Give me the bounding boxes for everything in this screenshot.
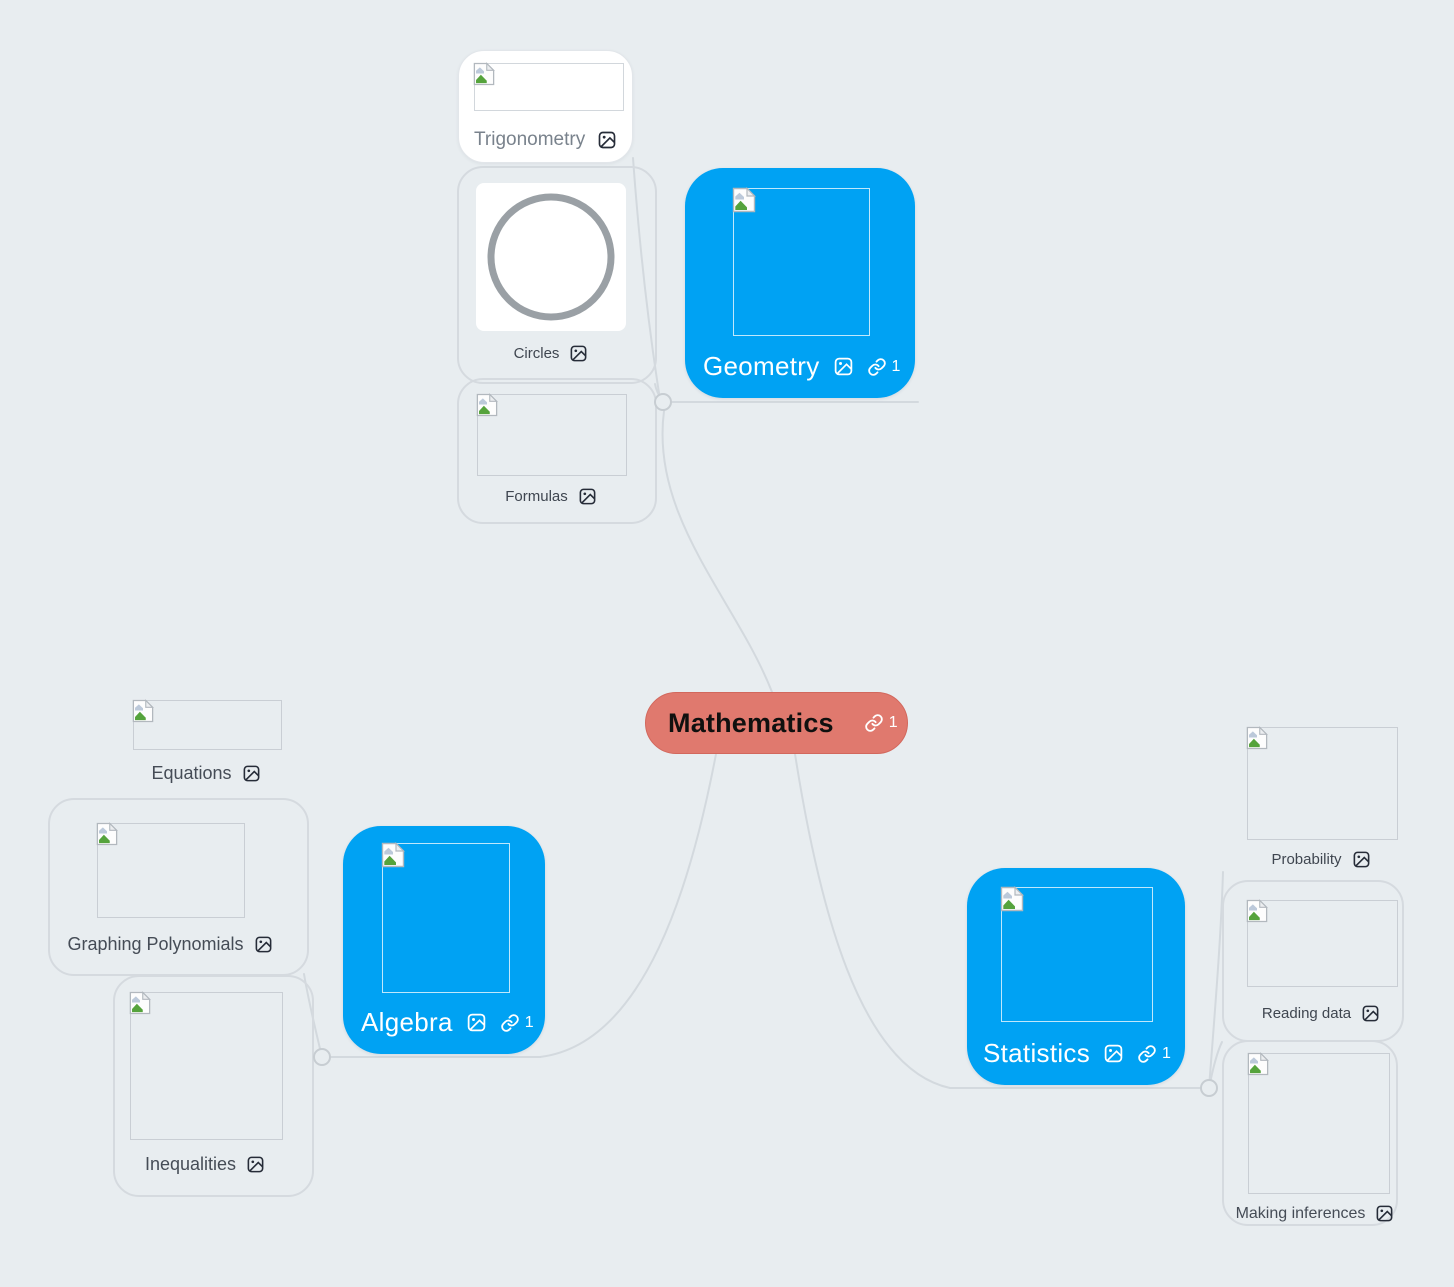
node-label: Graphing Polynomials (67, 934, 244, 954)
link-count: 1 (1162, 1044, 1171, 1062)
image-frame (1248, 1053, 1390, 1194)
root-label: Mathematics (668, 707, 834, 738)
image-frame (1001, 887, 1153, 1022)
image-attachment-icon[interactable] (1103, 1043, 1124, 1064)
node-graphing-polynomials[interactable]: Graphing Polynomials (60, 934, 280, 955)
image-frame (133, 700, 282, 750)
node-trigonometry[interactable]: Trigonometry (458, 50, 633, 163)
node-statistics[interactable]: Statistics 1 (967, 868, 1185, 1085)
node-label: Trigonometry (474, 129, 586, 150)
image-frame (97, 823, 245, 918)
broken-image-icon (132, 699, 154, 723)
image-frame (382, 843, 510, 993)
node-label: Inequalities (144, 1154, 237, 1174)
link-icon (1137, 1044, 1157, 1064)
circle-drawing (487, 193, 615, 321)
node-label: Circles (513, 345, 560, 362)
image-attachment-icon[interactable] (246, 1155, 265, 1174)
broken-image-icon (96, 822, 118, 846)
node-label: Algebra (361, 1007, 453, 1037)
node-probability[interactable]: Probability (1211, 850, 1431, 869)
image-attachment-icon[interactable] (1352, 850, 1371, 869)
node-circles-image[interactable] (476, 183, 626, 331)
broken-image-icon (732, 187, 756, 213)
image-frame (477, 394, 627, 476)
image-attachment-icon[interactable] (578, 487, 597, 506)
image-attachment-icon[interactable] (569, 344, 588, 363)
image-frame (1247, 727, 1398, 840)
node-formulas[interactable]: Formulas (476, 487, 626, 506)
link-count: 1 (891, 357, 901, 375)
link-icon (864, 713, 884, 733)
image-attachment-icon[interactable] (833, 356, 854, 377)
image-attachment-icon[interactable] (466, 1012, 487, 1033)
link-indicator[interactable]: 1 (1137, 1044, 1171, 1064)
image-frame (1247, 900, 1398, 987)
branch-toggle-geometry[interactable] (654, 393, 672, 411)
node-label: Geometry (703, 351, 820, 381)
boundary-inequalities (113, 975, 314, 1197)
node-geometry[interactable]: Geometry 1 (685, 168, 915, 398)
node-label: Equations (151, 763, 232, 783)
image-attachment-icon[interactable] (254, 935, 273, 954)
link-indicator[interactable]: 1 (867, 357, 901, 377)
link-count: 1 (524, 1013, 534, 1031)
node-inequalities[interactable]: Inequalities (95, 1154, 315, 1175)
broken-image-icon (129, 991, 151, 1015)
node-label: Formulas (505, 488, 568, 505)
image-frame (474, 63, 624, 111)
image-attachment-icon[interactable] (242, 764, 261, 783)
broken-image-icon (1246, 899, 1268, 923)
branch-toggle-statistics[interactable] (1200, 1079, 1218, 1097)
broken-image-icon (473, 62, 495, 86)
broken-image-icon (1246, 726, 1268, 750)
image-attachment-icon[interactable] (1375, 1204, 1394, 1223)
node-label: Reading data (1261, 1005, 1352, 1022)
broken-image-icon (1247, 1052, 1269, 1076)
link-indicator[interactable]: 1 (500, 1013, 534, 1033)
boundary-formulas (457, 378, 657, 524)
node-label: Probability (1271, 851, 1342, 868)
node-reading-data[interactable]: Reading data (1211, 1004, 1431, 1023)
node-equations[interactable]: Equations (96, 763, 316, 784)
boundary-circles (457, 166, 657, 384)
broken-image-icon (1000, 886, 1024, 912)
link-icon (500, 1013, 520, 1033)
boundary-making-inferences (1222, 1040, 1398, 1226)
link-icon (867, 357, 887, 377)
image-frame (733, 188, 870, 336)
broken-image-icon (476, 393, 498, 417)
node-label: Making inferences (1235, 1204, 1366, 1222)
branch-toggle-algebra[interactable] (313, 1048, 331, 1066)
node-making-inferences[interactable]: Making inferences (1205, 1204, 1425, 1223)
node-algebra[interactable]: Algebra 1 (343, 826, 545, 1054)
link-count: 1 (888, 714, 898, 731)
image-attachment-icon[interactable] (597, 130, 617, 150)
image-attachment-icon[interactable] (1361, 1004, 1380, 1023)
node-circles[interactable]: Circles (476, 344, 626, 363)
image-frame (130, 992, 283, 1140)
broken-image-icon (381, 842, 405, 868)
node-mathematics-root[interactable]: Mathematics 1 (645, 692, 908, 754)
link-indicator[interactable]: 1 (864, 713, 898, 733)
node-label: Statistics (983, 1038, 1091, 1068)
